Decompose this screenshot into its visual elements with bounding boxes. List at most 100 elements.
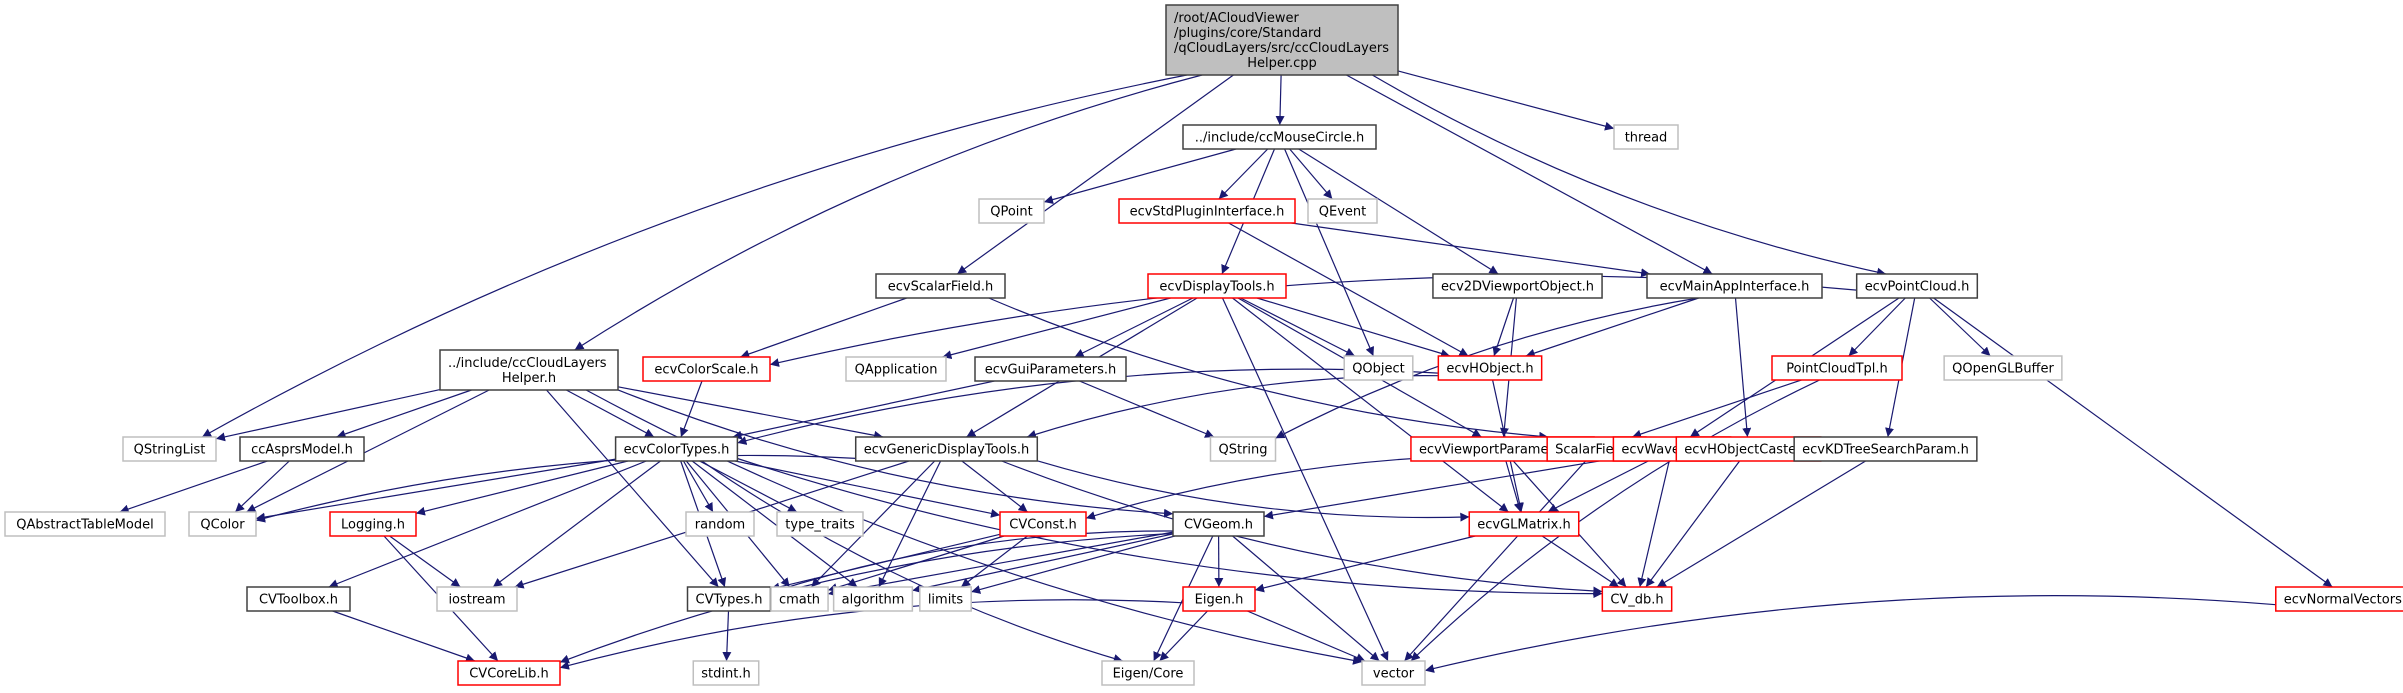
node-ecvGenericDisplayTools[interactable]: ecvGenericDisplayTools.h (854, 436, 1039, 462)
node-box-Eigen (1182, 586, 1256, 612)
edge-CVGeom-to-CVTypes (770, 530, 1174, 595)
node-CVTypes[interactable]: CVTypes.h (686, 586, 772, 612)
node-label-Logging: Logging.h (341, 518, 405, 533)
node-label-root: Helper.cpp (1247, 56, 1317, 71)
node-type_traits[interactable]: type_traits (776, 511, 864, 537)
edge-CVToolbox-to-CVCoreLib (332, 610, 476, 663)
node-box-PointCloudTpl (1771, 355, 1903, 381)
edge-ccMouseCircle-to-QEvent (1289, 148, 1333, 200)
edge-ccMouseCircle-to-ecv2DViewportObject (1298, 148, 1499, 275)
node-QAbstractTableModel[interactable]: QAbstractTableModel (4, 511, 166, 537)
node-QPoint[interactable]: QPoint (978, 198, 1045, 224)
node-ecvScalarField[interactable]: ecvScalarField.h (875, 273, 1006, 299)
edge-ecvGenericDisplayTools-to-cmath (810, 460, 936, 588)
node-Logging[interactable]: Logging.h (329, 511, 417, 537)
node-PointCloudTpl[interactable]: PointCloudTpl.h (1771, 355, 1903, 381)
node-ecvMainAppInterface[interactable]: ecvMainAppInterface.h (1646, 273, 1823, 299)
edge-ecvGenericDisplayTools-to-ecvGLMatrix (1037, 460, 1470, 522)
node-random[interactable]: random (685, 511, 755, 537)
node-ecvDisplayTools[interactable]: ecvDisplayTools.h (1147, 273, 1287, 299)
node-ecv2DViewportObject[interactable]: ecv2DViewportObject.h (1432, 273, 1603, 299)
node-QObject[interactable]: QObject (1343, 355, 1414, 381)
node-label-root: /root/ACloudViewer (1174, 11, 1299, 26)
node-CVConst[interactable]: CVConst.h (999, 511, 1087, 537)
node-label-CV_db: CV_db.h (1610, 593, 1663, 608)
edge-ecvGenericDisplayTools-to-CVConst (961, 460, 1028, 513)
node-box-thread (1613, 124, 1679, 150)
edge-ccAsprsModel-to-QAbstractTableModel (119, 460, 268, 514)
node-label-ecvDisplayTools: ecvDisplayTools.h (1159, 280, 1274, 295)
node-box-ecvHObject (1437, 355, 1543, 381)
edge-ecvGLMatrix-to-CV_db (1541, 535, 1620, 588)
node-box-random (685, 511, 755, 537)
edge-ecvColorTypes-to-iostream (492, 460, 661, 588)
node-box-cmath (770, 586, 829, 612)
node-ecvPointCloud[interactable]: ecvPointCloud.h (1855, 273, 1979, 299)
node-algorithm[interactable]: algorithm (832, 586, 914, 612)
node-ecvGuiParameters[interactable]: ecvGuiParameters.h (974, 356, 1127, 382)
node-ecvColorTypes[interactable]: ecvColorTypes.h (614, 436, 739, 462)
node-box-Logging (329, 511, 417, 537)
node-label-CVToolbox: CVToolbox.h (259, 593, 338, 608)
node-box-stdint (692, 660, 760, 686)
node-label-ecvGenericDisplayTools: ecvGenericDisplayTools.h (864, 443, 1030, 458)
edge-ccMouseCircle-to-ecvStdPluginInterface (1218, 148, 1269, 200)
edge-ecvColorTypes-to-CV_db (737, 457, 1603, 599)
node-QColor[interactable]: QColor (188, 511, 257, 537)
node-vector[interactable]: vector (1361, 660, 1426, 686)
node-ecvKDTreeSearchParam[interactable]: ecvKDTreeSearchParam.h (1793, 436, 1978, 462)
node-CVToolbox[interactable]: CVToolbox.h (246, 586, 351, 612)
node-label-QColor: QColor (200, 518, 245, 533)
node-root[interactable]: /root/ACloudViewer/plugins/core/Standard… (1165, 4, 1399, 76)
edge-ccCloudLayersHelperH-to-CVTypes (546, 389, 719, 588)
node-label-CVTypes: CVTypes.h (696, 593, 763, 608)
edge-ecvGLMatrix-to-Eigen (1254, 535, 1476, 593)
node-QStringList[interactable]: QStringList (122, 436, 217, 462)
node-ccAsprsModel[interactable]: ccAsprsModel.h (239, 436, 365, 462)
node-QString[interactable]: QString (1209, 436, 1277, 462)
node-ccMouseCircle[interactable]: ../include/ccMouseCircle.h (1182, 124, 1377, 150)
node-label-PointCloudTpl: PointCloudTpl.h (1786, 362, 1888, 377)
node-stdint[interactable]: stdint.h (692, 660, 760, 686)
node-ecvStdPluginInterface[interactable]: ecvStdPluginInterface.h (1118, 198, 1296, 224)
node-label-ccCloudLayersHelperH: Helper.h (502, 371, 556, 386)
edge-ecvViewportParameters-to-ecvGLMatrix (1505, 460, 1523, 513)
node-box-QStringList (122, 436, 217, 462)
edge-ecvScalarField-to-ecvColorScale (740, 297, 907, 359)
node-CV_db[interactable]: CV_db.h (1601, 586, 1673, 612)
edge-ecvGenericDisplayTools-to-CV_db (1001, 460, 1603, 596)
nodes-layer: /root/ACloudViewer/plugins/core/Standard… (4, 4, 2403, 686)
node-EigenCore[interactable]: Eigen/Core (1101, 660, 1195, 686)
node-CVGeom[interactable]: CVGeom.h (1172, 511, 1265, 537)
edge-PointCloudTpl-to-ScalarField (1631, 379, 1802, 439)
node-ecvHObject[interactable]: ecvHObject.h (1437, 355, 1543, 381)
node-ecvGLMatrix[interactable]: ecvGLMatrix.h (1468, 511, 1580, 537)
node-Eigen[interactable]: Eigen.h (1182, 586, 1256, 612)
edge-ecvGuiParameters-to-ecvColorTypes (732, 380, 995, 440)
node-box-EigenCore (1101, 660, 1195, 686)
node-box-ccAsprsModel (239, 436, 365, 462)
node-CVCoreLib[interactable]: CVCoreLib.h (457, 660, 561, 686)
edge-ccMouseCircle-to-QObject (1284, 148, 1374, 357)
node-QApplication[interactable]: QApplication (845, 356, 947, 382)
node-QEvent[interactable]: QEvent (1307, 198, 1378, 224)
node-cmath[interactable]: cmath (770, 586, 829, 612)
node-QOpenGLBuffer[interactable]: QOpenGLBuffer (1943, 355, 2063, 381)
node-iostream[interactable]: iostream (436, 586, 518, 612)
node-box-QApplication (845, 356, 947, 382)
node-limits[interactable]: limits (919, 586, 972, 612)
edge-ecvStdPluginInterface-to-ecvMainAppInterface (1291, 222, 1651, 278)
edge-Eigen-to-vector (1247, 610, 1366, 662)
edge-ccCloudLayersHelperH-to-QStringList (215, 389, 441, 442)
node-box-ecv2DViewportObject (1432, 273, 1603, 299)
node-thread[interactable]: thread (1613, 124, 1679, 150)
node-label-QObject: QObject (1352, 362, 1405, 377)
node-label-limits: limits (928, 593, 964, 608)
edge-ScalarField-to-vector (1403, 460, 1587, 662)
node-ecvColorScale[interactable]: ecvColorScale.h (642, 356, 771, 382)
edge-ecvDisplayTools-to-ecvGuiParameters (1074, 297, 1194, 358)
node-label-ecvNormalVectors: ecvNormalVectors.h (2284, 593, 2403, 608)
node-ecvNormalVectors[interactable]: ecvNormalVectors.h (2275, 586, 2403, 612)
